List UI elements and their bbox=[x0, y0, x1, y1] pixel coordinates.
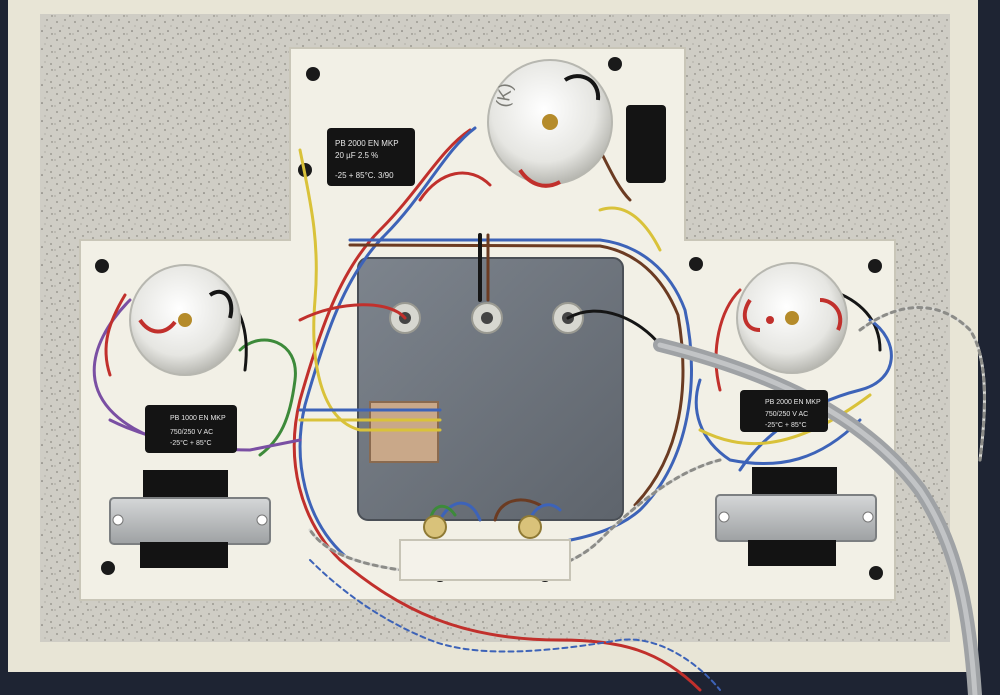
capacitor-right-line2: 750/250 V AC bbox=[765, 411, 808, 418]
capacitor-top-line2: 20 µF 2.5 % bbox=[335, 151, 378, 160]
capacitor-right-line1: PB 2000 EN MKP bbox=[765, 399, 821, 406]
capacitor-top: PB 2000 EN MKP 20 µF 2.5 % -25 + 85°C. 3… bbox=[327, 128, 415, 186]
capacitor-left: PB 1000 EN MKP 750/250 V AC -25°C + 85°C bbox=[145, 405, 237, 453]
capacitor-upper-right bbox=[626, 105, 666, 183]
heatsink-block bbox=[357, 257, 624, 521]
capacitor-left-line3: -25°C + 85°C bbox=[170, 439, 212, 447]
toroid-coil-left bbox=[129, 264, 241, 376]
svg-text:(K): (K) bbox=[492, 82, 516, 109]
capacitor-top-line3: -25 + 85°C. 3/90 bbox=[335, 171, 394, 180]
toroid-coil-top: (K) bbox=[487, 59, 613, 188]
toroid-coil-right bbox=[736, 262, 848, 374]
capacitor-left-line1: PB 1000 EN MKP bbox=[170, 415, 226, 422]
small-circuit-board bbox=[369, 401, 439, 463]
capacitor-left-line2: 750/250 V AC bbox=[170, 429, 213, 436]
wiring bbox=[92, 98, 986, 695]
transformer-left bbox=[109, 470, 271, 568]
transformer-right bbox=[715, 467, 877, 566]
capacitor-right-line3: -25°C + 85°C bbox=[765, 421, 807, 429]
capacitor-top-line1: PB 2000 EN MKP bbox=[335, 139, 399, 148]
terminal-strip bbox=[399, 515, 571, 581]
capacitor-right: PB 2000 EN MKP 750/250 V AC -25°C + 85°C bbox=[740, 390, 828, 432]
